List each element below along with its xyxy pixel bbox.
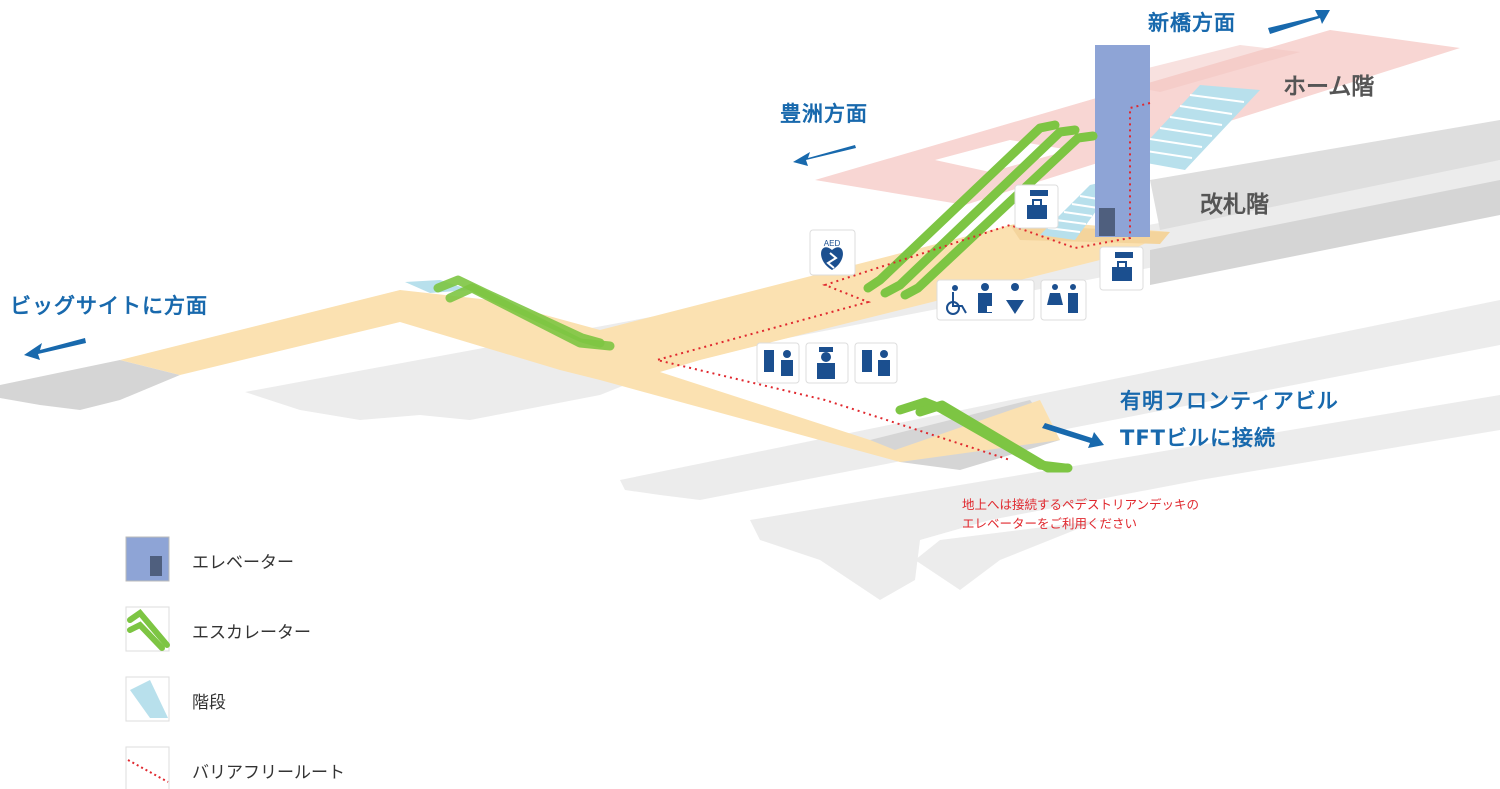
accessibility-icons-group (936, 279, 1035, 321)
legend-elevator-label: エレベーター (192, 553, 294, 573)
barrier-free-note: 地上へは接続するペデストリアンデッキの エレベーターをご利用ください (962, 495, 1199, 533)
legend-stairs-icon (125, 676, 170, 722)
direction-bigsight: ビッグサイトに方面 (10, 294, 208, 318)
direction-tft-line1: 有明フロンティアビル (1120, 389, 1339, 413)
legend-escalator-label: エスカレーター (192, 623, 311, 643)
level-platform: ホーム階 (1283, 74, 1375, 100)
aed-label: AED (824, 239, 841, 248)
coin-locker-icon-2 (1099, 246, 1144, 291)
direction-toyosu: 豊洲方面 (780, 102, 868, 126)
arrow-shimbashi-icon (1268, 10, 1330, 34)
coin-locker-icon (1014, 184, 1059, 229)
arrow-tft-icon (1042, 423, 1104, 448)
arrow-toyosu-icon (793, 145, 856, 166)
legend-escalator-icon (125, 606, 170, 652)
station-staff-icon (817, 347, 835, 379)
barrier-free-route (656, 102, 1151, 461)
service-icons-group (756, 342, 898, 384)
note-line1: 地上へは接続するペデストリアンデッキの (962, 497, 1200, 512)
legend-elevator-icon (125, 536, 170, 582)
legend-route-label: バリアフリールート (192, 763, 345, 783)
aed-icon (809, 229, 856, 276)
concourse-side (1150, 120, 1500, 230)
note-line2: エレベーターをご利用ください (962, 516, 1138, 531)
direction-tft-bold: TFT (1120, 426, 1166, 450)
wheelchair-icon (946, 285, 967, 315)
elevator (1095, 45, 1150, 237)
arrow-bigsight-icon (24, 338, 86, 360)
fare-adjustment-icon (862, 350, 890, 376)
level-concourse: 改札階 (1200, 192, 1269, 218)
legend-stairs-label: 階段 (192, 693, 226, 713)
baby-care-icon (1006, 283, 1024, 314)
direction-arrows (24, 10, 1330, 448)
ticket-machine-icon (764, 350, 793, 376)
direction-tft-line2: TFTビルに接続 (1120, 422, 1276, 452)
escalators (433, 120, 1098, 473)
direction-shimbashi: 新橋方面 (1148, 11, 1236, 35)
legend-route-icon (125, 746, 170, 789)
first-aid-icon (978, 283, 993, 313)
direction-tft-rest: ビルに接続 (1166, 426, 1276, 450)
concourse-floor (120, 220, 1170, 462)
restroom-icon (1040, 279, 1087, 321)
